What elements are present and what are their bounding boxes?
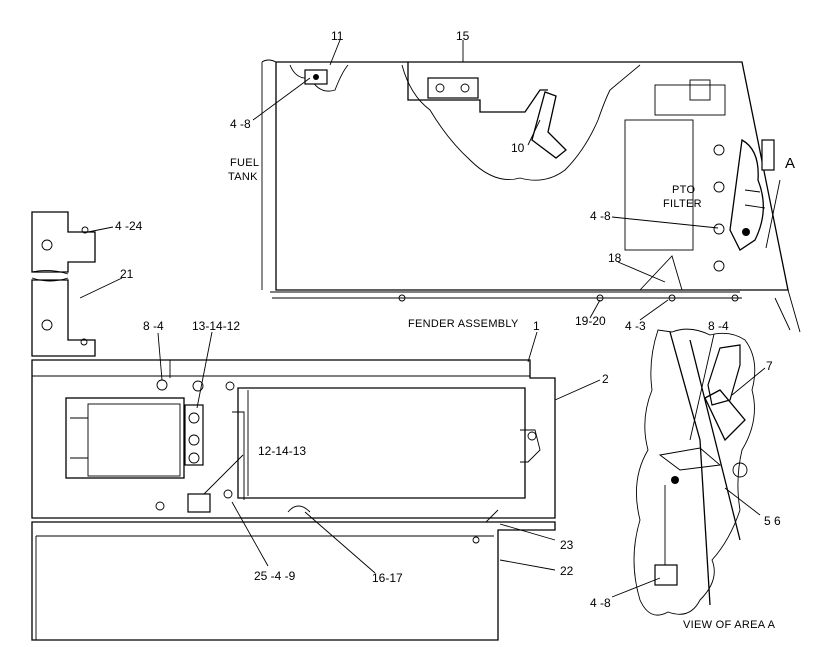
view-of-area-a-label: VIEW OF AREA A — [683, 619, 776, 631]
fender-assembly-label: FENDER ASSEMBLY — [408, 318, 519, 330]
side-bracket — [31, 211, 96, 357]
callout-13-14-12: 13-14-12 — [192, 319, 240, 333]
callout-23: 23 — [560, 538, 574, 552]
callouts: 11 15 4 -8 10 4 -8 18 4 -24 21 8 -4 13-1… — [115, 29, 781, 610]
callout-2: 2 — [602, 372, 609, 386]
area-a-label: A — [785, 155, 795, 172]
leader-lines — [79, 39, 781, 598]
callout-4-8-pto: 4 -8 — [590, 209, 611, 223]
fuel-tank-assembly — [261, 59, 801, 333]
callout-4-24: 4 -24 — [115, 219, 143, 233]
callout-4-3: 4 -3 — [625, 319, 646, 333]
callout-11: 11 — [331, 29, 344, 43]
callout-4-8-top: 4 -8 — [230, 117, 251, 131]
callout-15: 15 — [456, 29, 470, 43]
callout-1: 1 — [533, 319, 540, 333]
callout-7: 7 — [766, 359, 773, 373]
callout-19-20: 19-20 — [575, 314, 606, 328]
fender-box-assembly — [31, 359, 556, 641]
callout-8-4-view: 8 -4 — [708, 319, 729, 333]
callout-5-6: 5 6 — [764, 514, 781, 528]
callout-16-17: 16-17 — [372, 571, 403, 585]
callout-22: 22 — [560, 564, 574, 578]
callout-4-8-view: 4 -8 — [590, 596, 611, 610]
callout-18: 18 — [608, 251, 622, 265]
detail-view-area-a — [633, 328, 756, 616]
callout-10: 10 — [511, 141, 525, 155]
callout-8-4-left: 8 -4 — [143, 319, 164, 333]
callout-12-14-13: 12-14-13 — [258, 444, 306, 458]
callout-21: 21 — [120, 267, 134, 281]
callout-25-4-9: 25 -4 -9 — [254, 569, 296, 583]
